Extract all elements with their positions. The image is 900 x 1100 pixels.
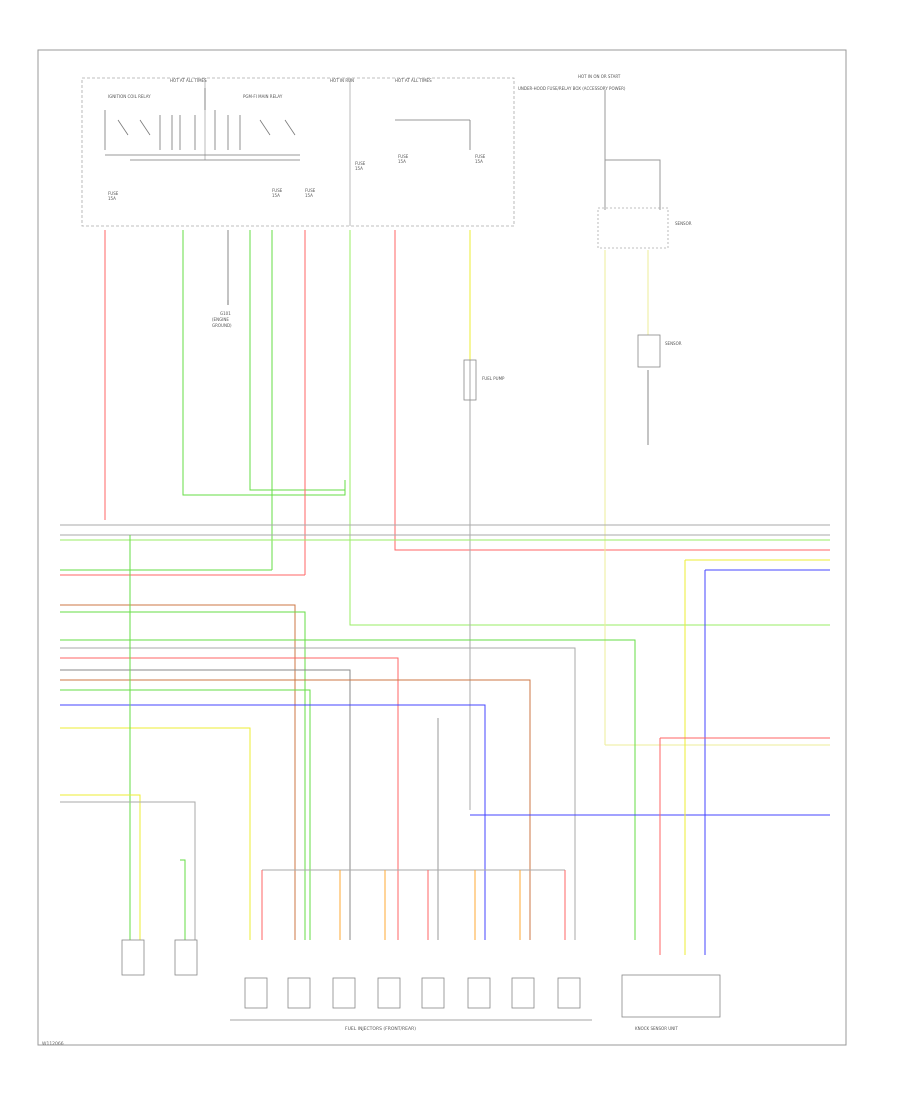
svg-text:FUEL PUMP: FUEL PUMP (482, 376, 505, 381)
bus-wires (60, 524, 830, 955)
svg-text:G101: G101 (220, 311, 231, 316)
fuel-pump: FUEL PUMP (463, 359, 505, 401)
right-subcircuit (597, 90, 830, 746)
injector-bus (261, 869, 566, 940)
right-module: KNOCK SENSOR UNIT (621, 974, 721, 1031)
ground-left: G101 (ENGINE GROUND) (212, 300, 232, 328)
svg-text:15A: 15A (398, 159, 406, 164)
vertical-wires (104, 230, 830, 810)
svg-text:GROUND): GROUND) (212, 323, 232, 328)
relay-contacts (104, 88, 471, 161)
fuse-labels: FUSE 15A FUSE 15A FUSE 15A FUSE 15A FUSE… (108, 154, 486, 201)
right-relay-label: SENSOR (675, 221, 692, 226)
svg-text:15A: 15A (475, 159, 483, 164)
svg-text:15A: 15A (272, 193, 280, 198)
right-sensor-label: SENSOR (665, 341, 682, 346)
svg-text:15A: 15A (108, 196, 116, 201)
svg-text:15A: 15A (305, 193, 313, 198)
injector-group-label: FUEL INJECTORS (FRONT/REAR) (345, 1026, 416, 1032)
fuse-box-note: UNDER-HOOD FUSE/RELAY BOX (ACCESSORY POW… (518, 86, 626, 91)
svg-text:(ENGINE: (ENGINE (212, 317, 229, 322)
svg-text:FUSE: FUSE (398, 154, 409, 159)
svg-text:FUSE: FUSE (475, 154, 486, 159)
right-box-title: HOT AT ALL TIMES (395, 78, 432, 83)
far-right-title: HOT IN ON OR START (578, 74, 621, 79)
diagram-frame (37, 49, 847, 1046)
left-sensors (121, 939, 198, 976)
left-box-title: HOT AT ALL TIMES (170, 78, 207, 83)
relay-2-label: PGM-FI MAIN RELAY (243, 94, 283, 99)
svg-text:FUSE: FUSE (305, 188, 316, 193)
figure-code: W112066 (42, 1041, 64, 1047)
svg-text:FUSE: FUSE (108, 191, 119, 196)
svg-text:KNOCK SENSOR UNIT: KNOCK SENSOR UNIT (635, 1026, 678, 1031)
svg-text:FUSE: FUSE (355, 161, 366, 166)
fuse-relay-box (81, 77, 515, 227)
relay-1-label: IGNITION COIL RELAY (108, 94, 151, 99)
middle-box-title: HOT IN RUN (330, 78, 354, 83)
svg-text:FUSE: FUSE (272, 188, 283, 193)
svg-text:15A: 15A (355, 166, 363, 171)
injectors (230, 977, 592, 1021)
